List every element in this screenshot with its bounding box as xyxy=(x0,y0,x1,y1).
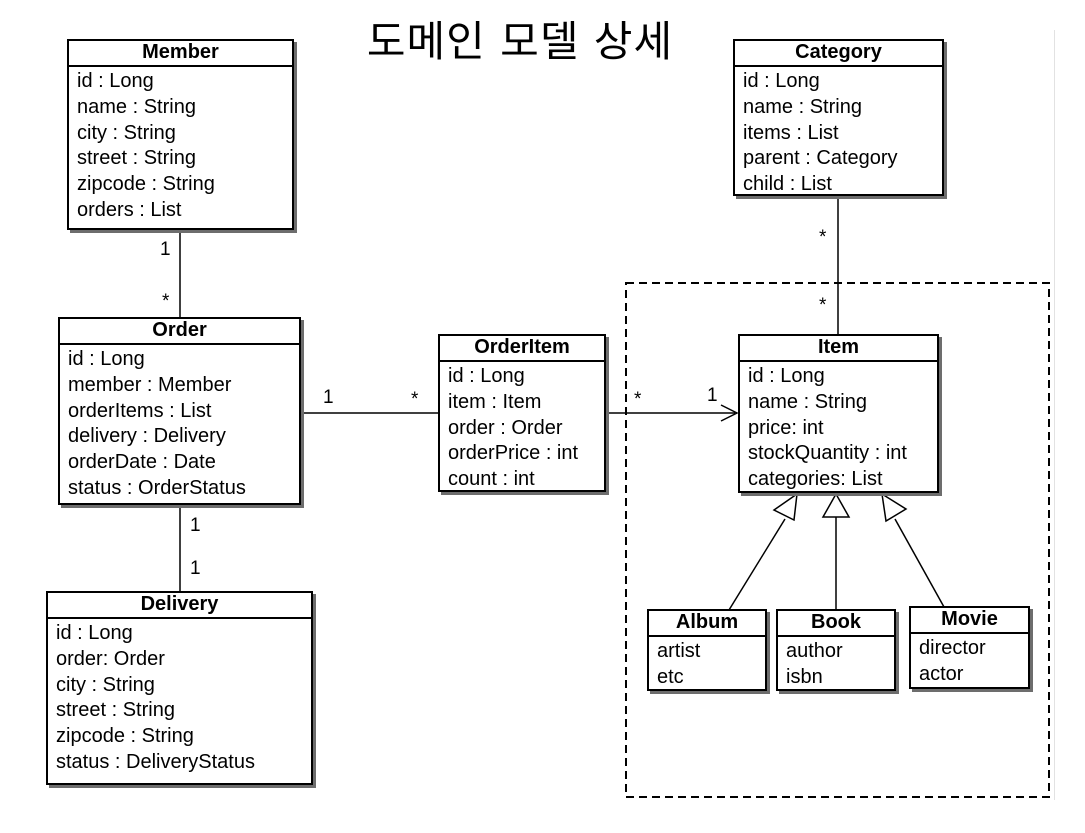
attribute: name : String xyxy=(77,95,196,118)
attribute: artist xyxy=(657,640,701,662)
class-movie: Movie director actor xyxy=(909,606,1030,689)
attribute: id : Long xyxy=(743,70,820,92)
attribute: parent : Category xyxy=(743,147,898,170)
attribute: delivery : Delivery xyxy=(68,425,226,448)
attribute: orderDate : Date xyxy=(68,451,216,474)
attribute: child : List xyxy=(743,173,832,196)
class-name: Item xyxy=(740,336,937,362)
class-delivery: Delivery id : Long order: Order city : S… xyxy=(46,591,313,785)
multiplicity-label: 1 xyxy=(190,515,201,536)
attribute: id : Long xyxy=(68,348,145,370)
attribute: id : Long xyxy=(56,622,133,644)
attribute: categories: List xyxy=(748,468,883,491)
attribute-list: id : Long item : Item order : Order orde… xyxy=(440,362,604,495)
attribute-list: artist etc xyxy=(649,637,765,693)
attribute: id : Long xyxy=(448,365,525,387)
attribute: order : Order xyxy=(448,416,563,439)
attribute: isbn xyxy=(786,665,823,688)
attribute-list: id : Long member : Member orderItems : L… xyxy=(60,345,299,504)
attribute: status : OrderStatus xyxy=(68,476,246,499)
class-name: Album xyxy=(649,611,765,637)
attribute: id : Long xyxy=(748,365,825,387)
movie-inheritance-triangle xyxy=(881,492,908,523)
class-name: Category xyxy=(735,41,942,67)
attribute: street : String xyxy=(56,699,175,722)
attribute: city : String xyxy=(56,673,155,696)
book-inheritance-triangle xyxy=(821,492,851,518)
attribute: price: int xyxy=(748,416,824,439)
class-name: Delivery xyxy=(48,593,311,619)
class-name: OrderItem xyxy=(440,336,604,362)
attribute: status : DeliveryStatus xyxy=(56,750,255,773)
attribute-list: author isbn xyxy=(778,637,894,693)
class-name: Member xyxy=(69,41,292,67)
attribute-list: id : Long order: Order city : String str… xyxy=(48,619,311,778)
attribute: stockQuantity : int xyxy=(748,442,907,465)
multiplicity-label: 1 xyxy=(323,387,334,408)
attribute: member : Member xyxy=(68,373,232,396)
attribute: items : List xyxy=(743,121,839,144)
class-item: Item id : Long name : String price: int … xyxy=(738,334,939,493)
class-order: Order id : Long member : Member orderIte… xyxy=(58,317,301,505)
multiplicity-label: * xyxy=(819,227,827,248)
attribute: item : Item xyxy=(448,390,542,413)
attribute: street : String xyxy=(77,147,196,170)
multiplicity-label: 1 xyxy=(190,558,201,579)
multiplicity-label: 1 xyxy=(160,239,171,260)
attribute: name : String xyxy=(748,390,867,413)
class-book: Book author isbn xyxy=(776,609,896,691)
album-inheritance-triangle xyxy=(772,492,798,522)
attribute-list: id : Long name : String city : String st… xyxy=(69,67,292,226)
attribute: orderItems : List xyxy=(68,399,212,422)
attribute: etc xyxy=(657,665,684,688)
class-orderitem: OrderItem id : Long item : Item order : … xyxy=(438,334,606,492)
attribute: actor xyxy=(919,662,964,685)
attribute: zipcode : String xyxy=(77,173,215,196)
multiplicity-label: * xyxy=(634,389,642,410)
attribute: zipcode : String xyxy=(56,725,194,748)
attribute: director xyxy=(919,637,986,659)
attribute-list: id : Long name : String items : List par… xyxy=(735,67,942,200)
attribute: orders : List xyxy=(77,198,182,221)
multiplicity-label: 1 xyxy=(707,385,718,406)
attribute-list: id : Long name : String price: int stock… xyxy=(740,362,937,495)
attribute: author xyxy=(786,640,843,662)
attribute: city : String xyxy=(77,121,176,144)
multiplicity-label: * xyxy=(162,291,170,312)
class-category: Category id : Long name : String items :… xyxy=(733,39,944,196)
attribute: orderPrice : int xyxy=(448,442,579,465)
attribute: order: Order xyxy=(56,647,165,670)
attribute-list: director actor xyxy=(911,634,1028,690)
class-name: Book xyxy=(778,611,894,637)
multiplicity-label: * xyxy=(819,295,827,316)
class-name: Order xyxy=(60,319,299,345)
movie-generalization xyxy=(894,518,945,608)
attribute: id : Long xyxy=(77,70,154,92)
scroll-divider xyxy=(1054,30,1055,800)
album-generalization xyxy=(728,518,786,611)
navigable-arrowhead xyxy=(720,404,739,422)
class-name: Movie xyxy=(911,608,1028,634)
attribute: name : String xyxy=(743,95,862,118)
class-album: Album artist etc xyxy=(647,609,767,691)
class-member: Member id : Long name : String city : St… xyxy=(67,39,294,230)
page-title: 도메인 모델 상세 xyxy=(366,17,674,66)
multiplicity-label: * xyxy=(411,389,419,410)
attribute: count : int xyxy=(448,468,535,491)
